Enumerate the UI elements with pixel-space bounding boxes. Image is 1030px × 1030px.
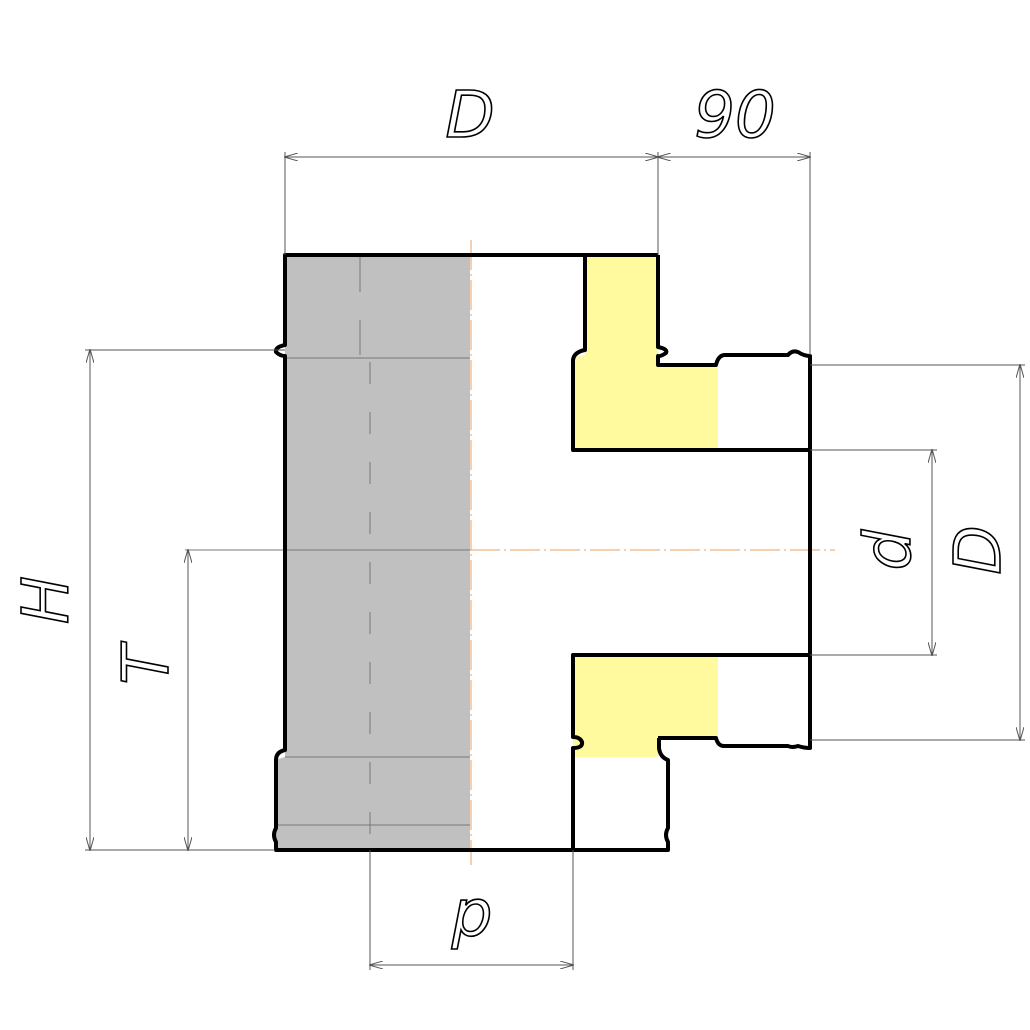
dim-label-branch-length: 90: [694, 79, 775, 153]
upper-insulation-fill: [573, 255, 718, 450]
section-fills: [275, 255, 718, 850]
dim-label-branch-inner-diameter: d: [852, 529, 926, 570]
casing-section-fill: [275, 255, 470, 850]
outlines: [272, 253, 812, 852]
dim-label-top-diameter: D: [445, 79, 494, 153]
dim-label-bottom-inner-diameter: d: [451, 884, 492, 958]
inner-lines: [185, 240, 835, 865]
lower-insulation-fill: [573, 655, 718, 757]
dim-label-branch-axis-height: T: [110, 641, 184, 685]
dim-label-branch-outer-diameter: D: [942, 525, 1016, 574]
dim-label-height: H: [10, 576, 84, 624]
dimensions: [85, 152, 1025, 970]
